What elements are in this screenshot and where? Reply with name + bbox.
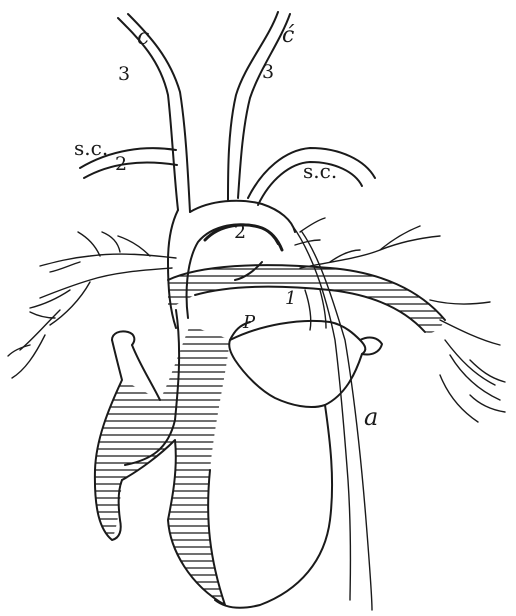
right-pulmonary-branches bbox=[295, 218, 505, 422]
vena-cava-top bbox=[112, 331, 134, 345]
label-right-carotid: ć bbox=[282, 23, 295, 48]
label-aortic-arch-number: 2 bbox=[234, 221, 246, 243]
vena-cava-right bbox=[132, 345, 160, 400]
label-a: a bbox=[364, 403, 378, 431]
label-left-subclavian-number: 2 bbox=[115, 153, 127, 175]
label-one: 1 bbox=[285, 288, 296, 309]
left-subclavian-artery-wall bbox=[84, 163, 177, 178]
ventricle-inner-edge bbox=[208, 470, 225, 605]
left-pulmonary-branches bbox=[8, 232, 176, 378]
label-left-carotid: c bbox=[137, 25, 149, 50]
label-right-carotid-number: 3 bbox=[262, 61, 274, 83]
left-ventricle-outline bbox=[229, 321, 382, 407]
label-left-subclavian: s.c. bbox=[74, 136, 108, 160]
label-left-carotid-number: 3 bbox=[118, 63, 130, 85]
descending-aorta bbox=[292, 225, 351, 600]
heart-outer-contour bbox=[215, 405, 332, 608]
right-carotid-artery bbox=[228, 12, 278, 200]
ventricle-hatching bbox=[90, 330, 235, 610]
label-p: P bbox=[242, 312, 256, 333]
vena-cava-left bbox=[95, 340, 122, 540]
left-auricle-line bbox=[360, 340, 365, 354]
label-right-subclavian: s.c. bbox=[303, 159, 337, 183]
heart-chamber-line bbox=[305, 290, 311, 330]
